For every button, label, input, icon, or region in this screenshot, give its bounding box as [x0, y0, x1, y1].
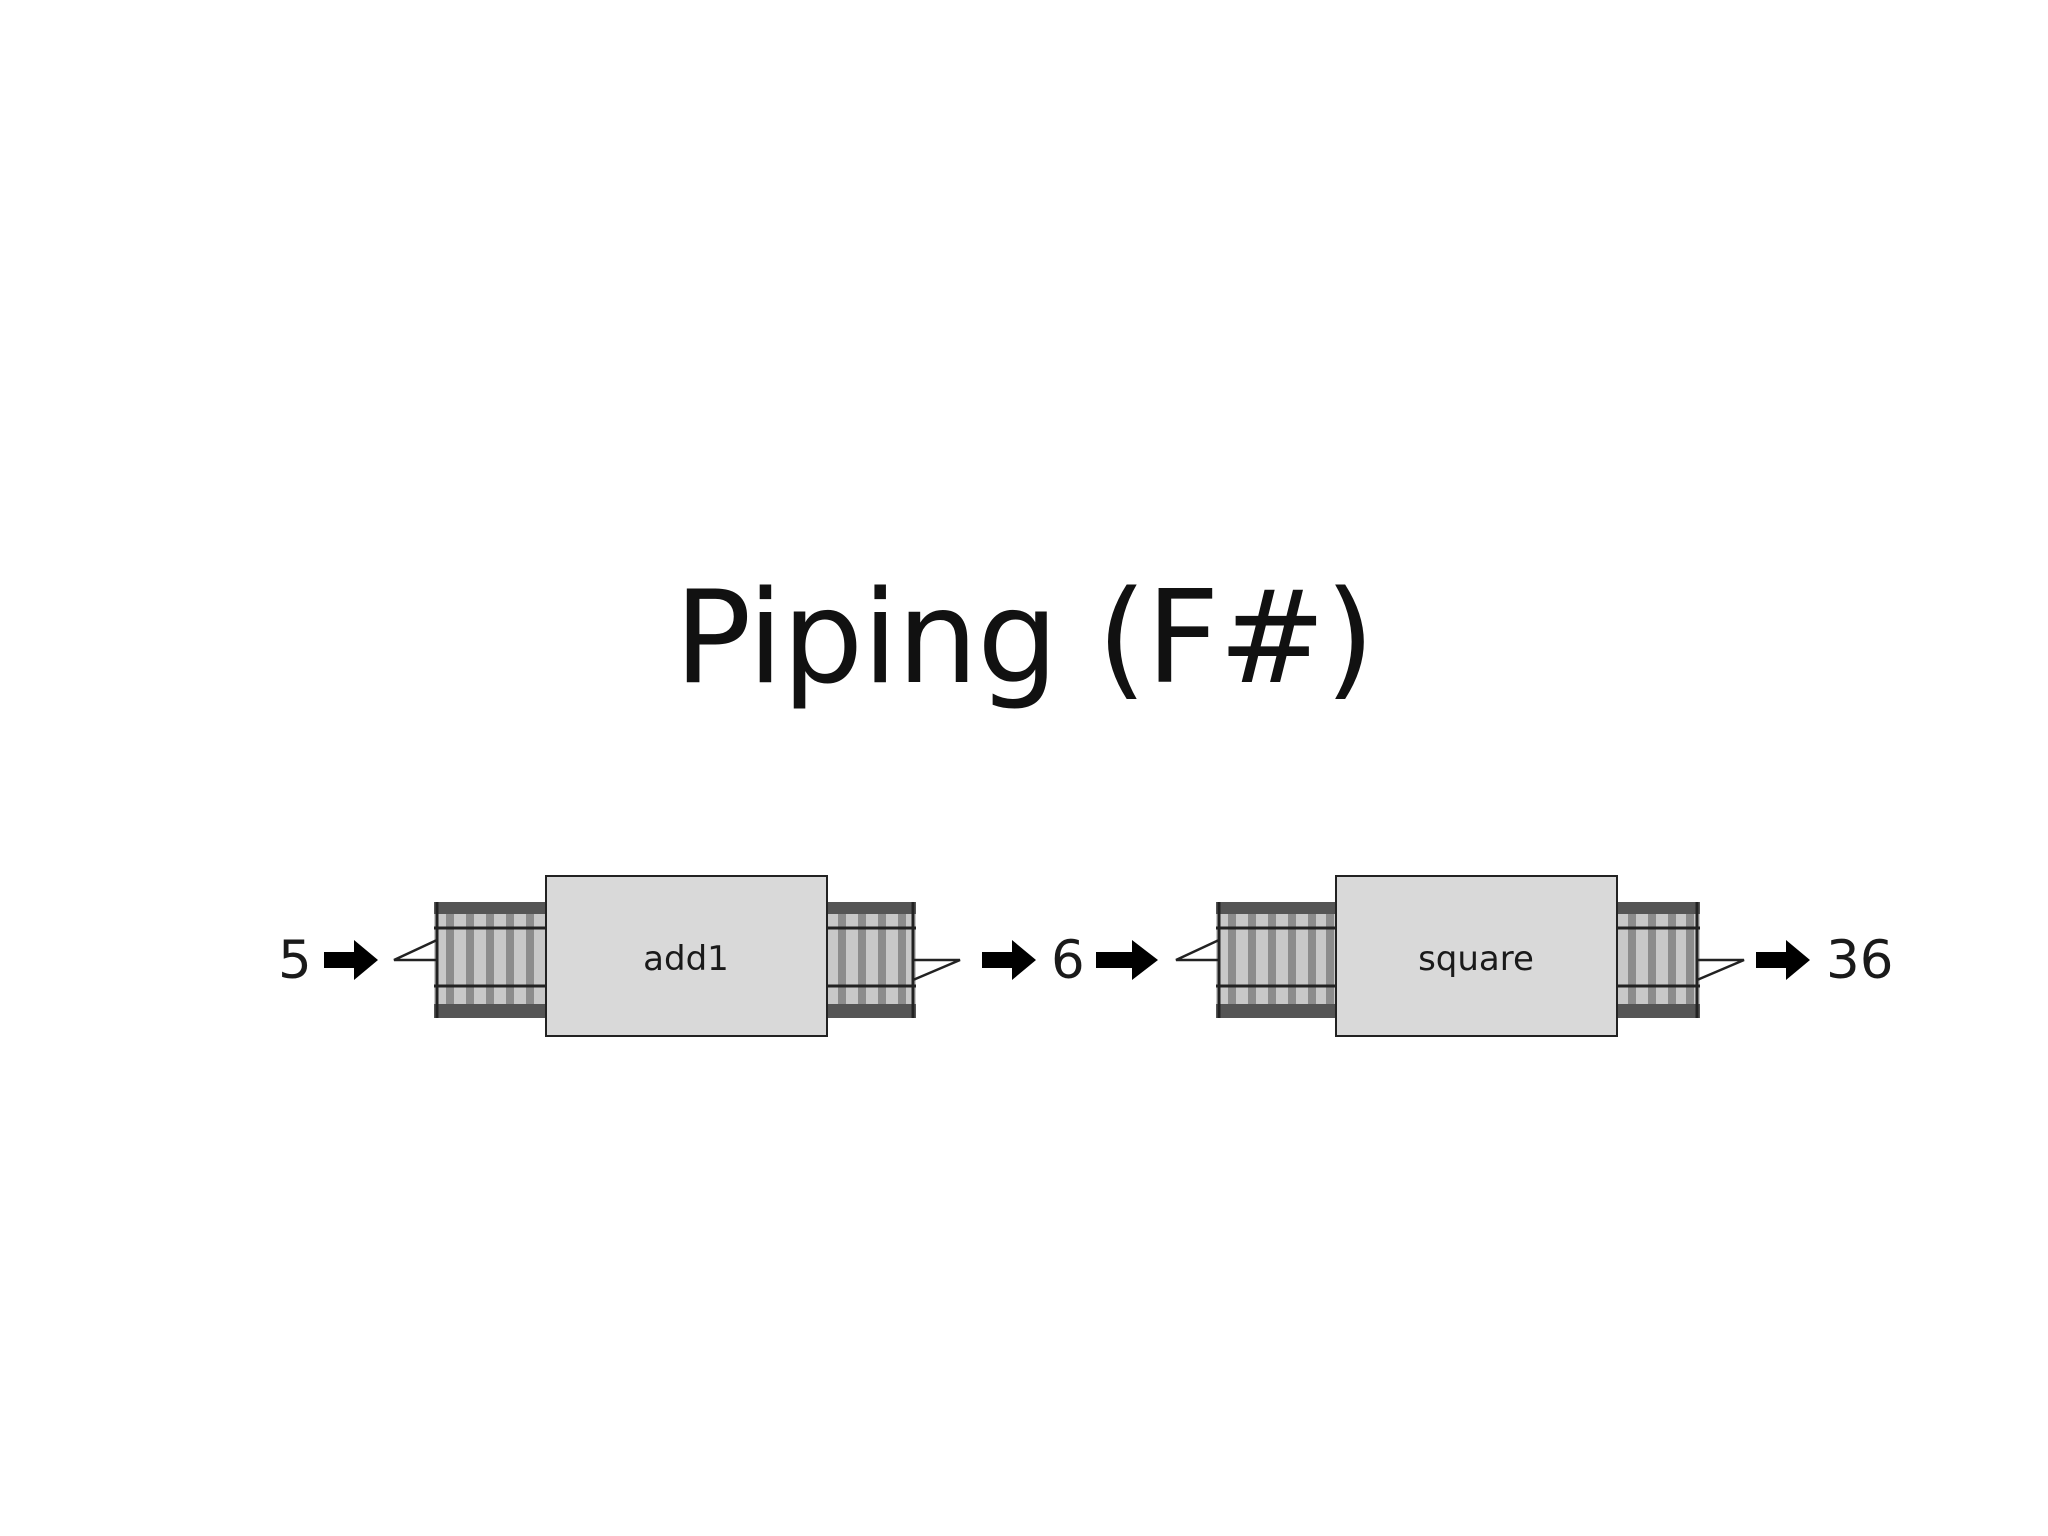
output-value: 36: [1826, 930, 1893, 991]
function-node-add1: add1: [393, 875, 961, 1037]
intermediate-value: 6: [1051, 930, 1085, 991]
track-ties: [838, 914, 906, 1004]
track-ties: [1628, 914, 1694, 1004]
slide-title: Piping (F#): [674, 564, 1375, 713]
right-arrow-icon: [324, 940, 378, 980]
function-box: [545, 875, 828, 1037]
function-node-square: square: [1175, 875, 1745, 1037]
right-arrow-icon: [1756, 940, 1810, 980]
function-label: add1: [643, 939, 729, 979]
function-box: [1335, 875, 1618, 1037]
function-label: square: [1418, 939, 1534, 979]
track-ties: [446, 914, 534, 1004]
right-arrow-icon: [982, 940, 1036, 980]
right-arrow-icon: [1096, 940, 1158, 980]
input-value: 5: [278, 930, 312, 991]
track-ties: [1228, 914, 1334, 1004]
